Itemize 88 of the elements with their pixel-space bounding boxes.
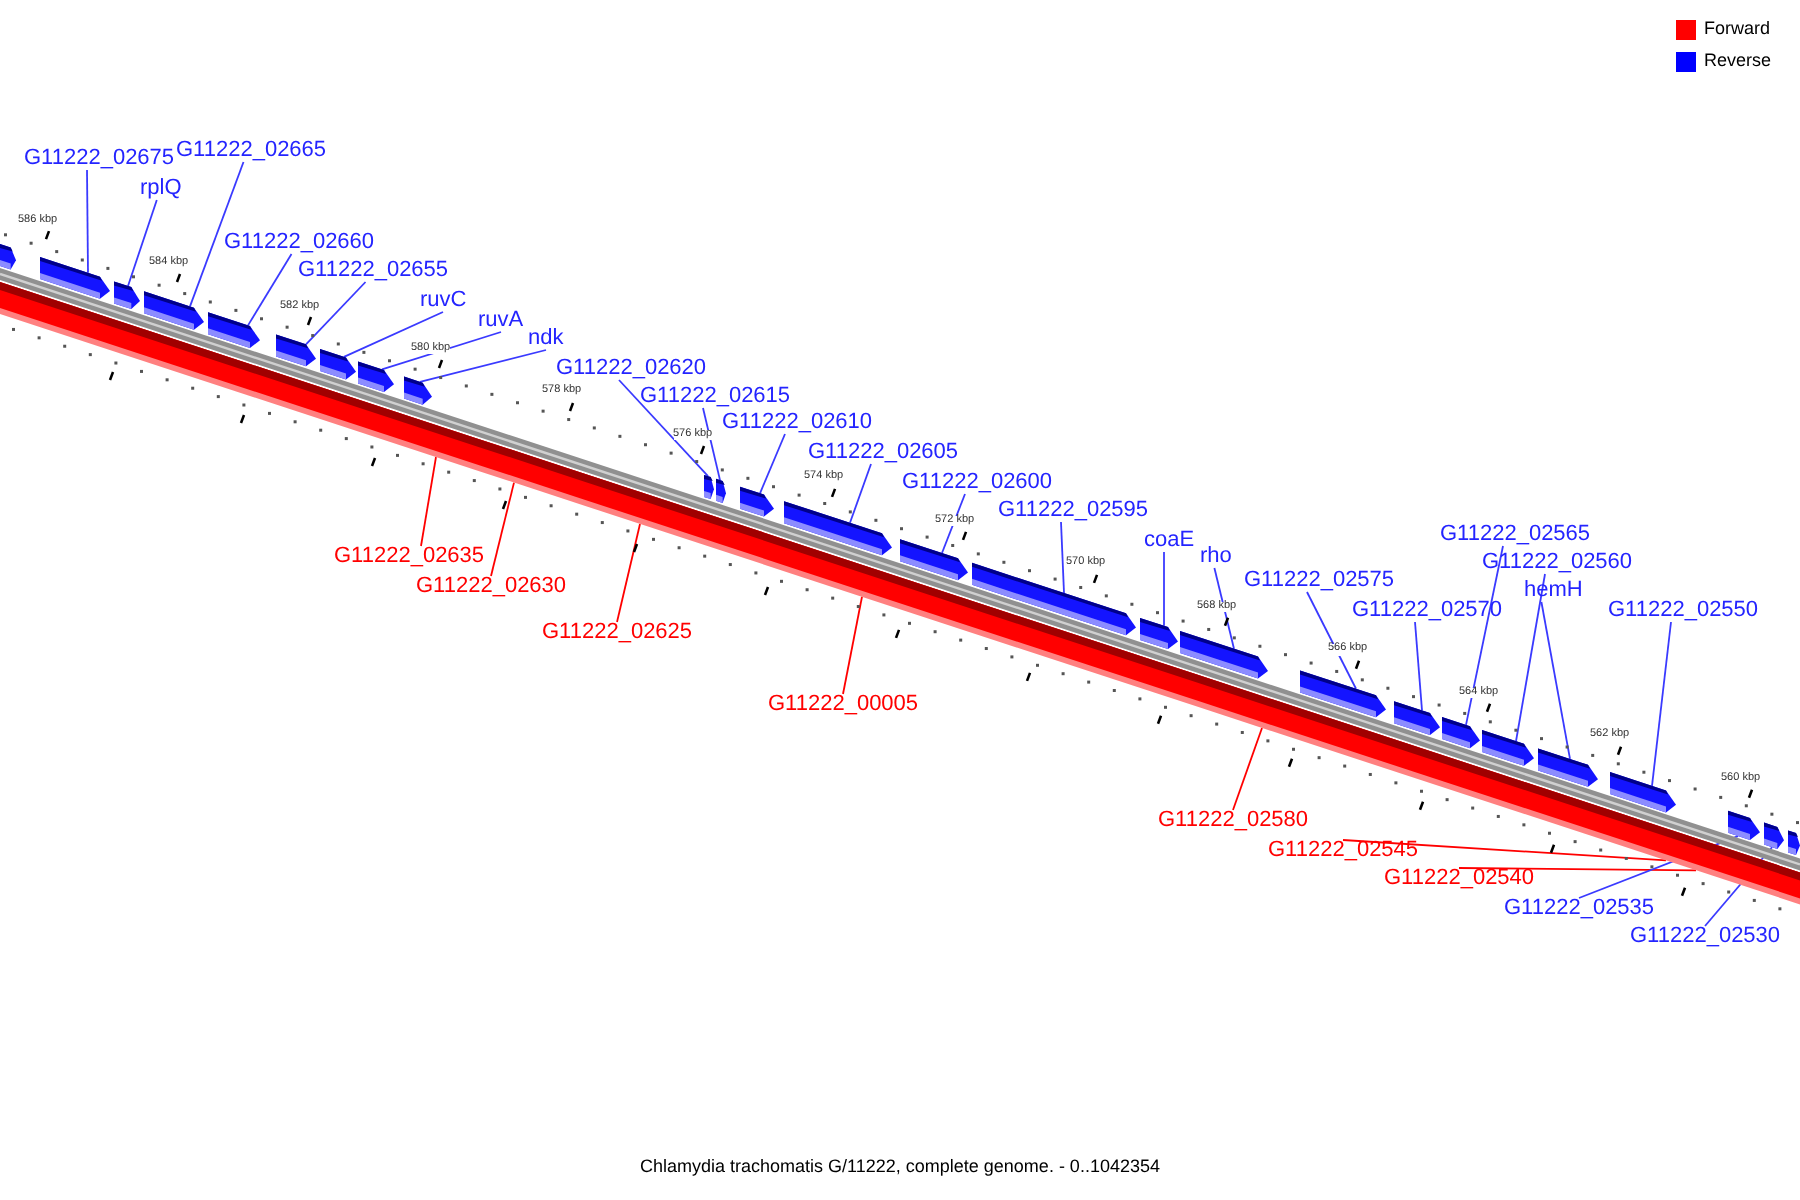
gene-label: coaE (1144, 530, 1195, 552)
reverse-gene-block (1482, 730, 1534, 766)
leader-line (1465, 545, 1504, 726)
leader-line (381, 331, 502, 371)
forward-gene-band (480, 439, 580, 505)
gene-label: rplQ (140, 178, 182, 200)
gene-label: ruvC (420, 290, 467, 312)
leader-line (1540, 601, 1571, 760)
gene-label: G11222_02625 (542, 622, 693, 644)
gene-label: rho (1200, 546, 1232, 568)
caption: Chlamydia trachomatis G/11222, complete genome. - 0..1042354 (638, 1158, 1162, 1176)
leader-line (305, 281, 367, 346)
leader-line (941, 493, 966, 554)
reverse-gene-block (1300, 670, 1386, 718)
leader-line (759, 433, 786, 495)
forward-gene-band (0, 282, 480, 472)
leader-line (1342, 839, 1667, 862)
leader-line (127, 199, 158, 287)
gene-label: G11222_02535 (1504, 898, 1655, 920)
gene-label: G11222_02595 (998, 500, 1149, 522)
leader-line (1414, 621, 1423, 712)
leader-line (1163, 551, 1165, 627)
reverse-gene-block (208, 312, 260, 348)
leader-line (247, 253, 293, 327)
leader-line (419, 349, 547, 383)
leader-line (849, 463, 872, 524)
reverse-gene-block (358, 361, 394, 392)
reverse-gene-block (1140, 617, 1178, 650)
gene-label: G11222_02580 (1158, 810, 1309, 832)
gene-label: G11222_02600 (902, 472, 1053, 494)
gene-label: G11222_02565 (1440, 524, 1591, 546)
leader-line (842, 595, 863, 695)
leader-line (189, 161, 245, 308)
gene-label: G11222_02620 (556, 358, 707, 380)
gene-label: G11222_02545 (1268, 840, 1419, 862)
gene-label: G11222_02605 (808, 442, 959, 464)
leader-line (490, 481, 515, 577)
leader-line (343, 311, 444, 358)
reverse-gene-block (716, 478, 726, 504)
legend-label: Reverse (1704, 52, 1772, 70)
reverse-gene-block (1764, 822, 1784, 849)
leader-line (1306, 591, 1357, 690)
reverse-gene-block (0, 244, 16, 270)
gene-label: G11222_02575 (1244, 570, 1395, 592)
gene-label: G11222_00005 (768, 694, 919, 716)
reverse-gene-block (1788, 830, 1800, 856)
reverse-gene-block (1538, 748, 1598, 787)
reverse-gene-block (320, 348, 356, 380)
forward-gene-band (1652, 823, 1684, 867)
leader-line (1515, 573, 1546, 743)
gene-label: G11222_02665 (176, 140, 327, 162)
reverse-gene-block (1394, 701, 1440, 736)
reverse-gene-block (114, 281, 140, 310)
gene-label: G11222_02530 (1630, 926, 1781, 948)
leader-line (1060, 521, 1065, 594)
reverse-gene-block (1728, 810, 1760, 840)
reverse-gene-block (740, 486, 774, 517)
gene-label: G11222_02630 (416, 576, 567, 598)
leader-line (1651, 621, 1672, 787)
reverse-gene-block (1610, 772, 1676, 813)
gene-label: G11222_02635 (334, 546, 485, 568)
reverse-gene-block (1442, 717, 1480, 749)
leader-line (86, 169, 89, 274)
gene-label: G11222_02550 (1608, 600, 1759, 622)
gene-label: G11222_02675 (24, 148, 175, 170)
leader-line (1213, 567, 1235, 650)
gene-label: G11222_02615 (640, 386, 791, 408)
gene-label: G11222_02655 (298, 260, 449, 282)
leader-line (420, 456, 437, 547)
gene-label: ruvA (478, 310, 524, 332)
reverse-gene-block (1180, 631, 1268, 679)
gene-label: ndk (528, 328, 564, 350)
reverse-gene-block (900, 539, 968, 581)
reverse-gene-block (404, 376, 432, 405)
leader-line (702, 407, 721, 482)
leader-line (618, 379, 709, 478)
legend-label: Forward (1704, 20, 1771, 38)
gene-label: G11222_02610 (722, 412, 873, 434)
reverse-gene-block (704, 474, 714, 500)
leader-line (1458, 867, 1697, 872)
leader-line (1232, 727, 1263, 811)
leader-line (616, 523, 641, 623)
reverse-gene-block (784, 501, 892, 556)
reverse-gene-block (40, 257, 110, 299)
gene-label: G11222_02540 (1384, 868, 1535, 890)
reverse-gene-block (144, 291, 204, 330)
reverse-gene-block (276, 334, 316, 367)
gene-label: G11222_02660 (224, 232, 375, 254)
